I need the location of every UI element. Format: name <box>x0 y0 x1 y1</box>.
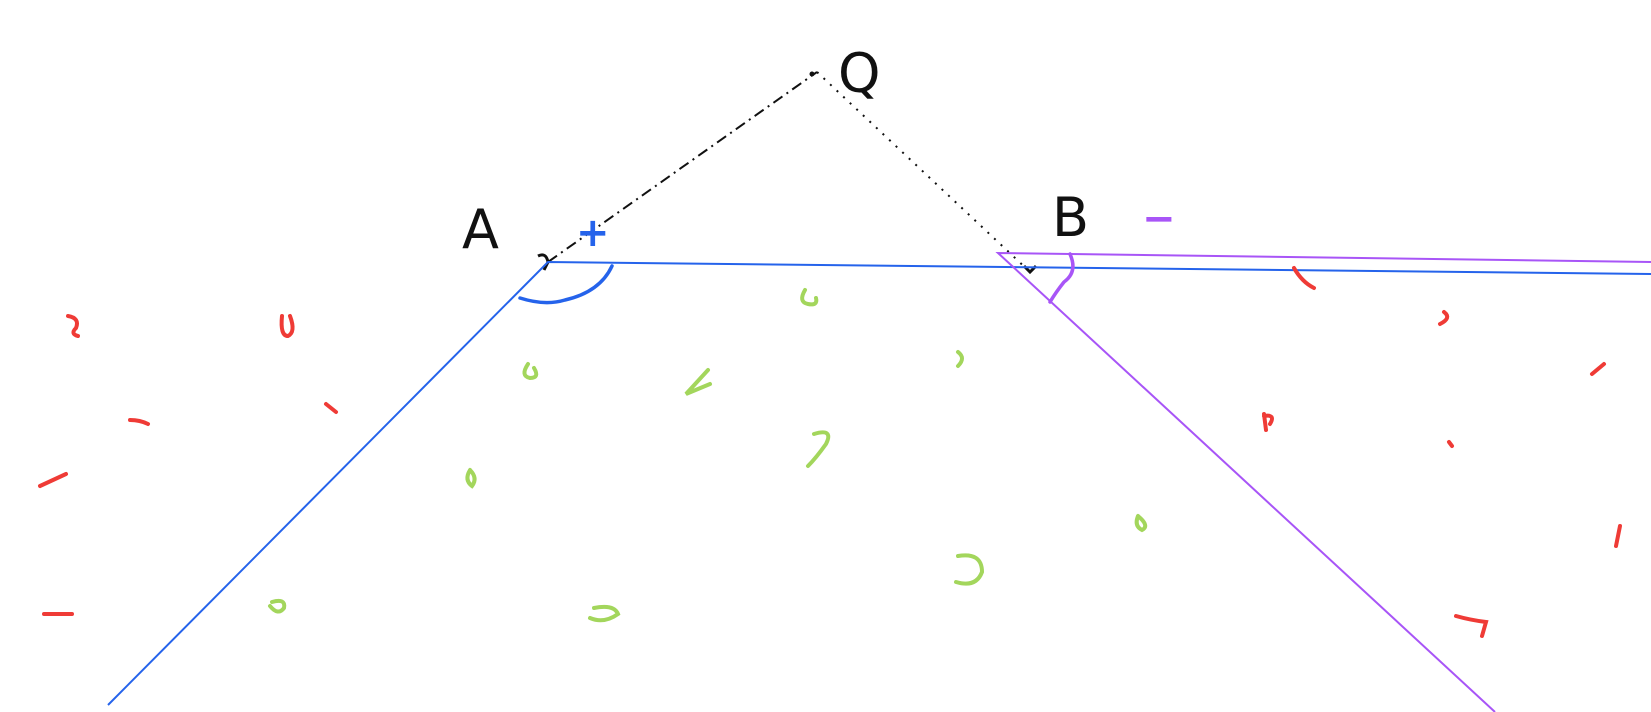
red-mark <box>1438 310 1450 326</box>
red-mark <box>1292 266 1316 290</box>
sign-marker-a: + <box>576 210 610 256</box>
point-label-q: Q <box>838 42 881 105</box>
green-mark <box>800 288 819 307</box>
red-mark <box>128 418 150 426</box>
green-mark <box>684 368 712 396</box>
red-mark <box>1447 440 1454 448</box>
green-mark <box>465 468 477 489</box>
green-mark <box>522 362 539 381</box>
green-marks <box>268 288 1148 623</box>
boundary-line-a <box>107 260 1651 706</box>
red-mark <box>1590 362 1606 376</box>
red-marks <box>38 266 1622 638</box>
red-mark <box>38 472 68 488</box>
angle-arc-a <box>518 264 614 305</box>
green-mark <box>1134 514 1148 533</box>
point-label-a: A <box>462 198 499 261</box>
dashed-path-q-to-b <box>816 71 1031 273</box>
point-q-dot <box>809 71 815 77</box>
point-label-b: B <box>1052 186 1089 249</box>
red-mark <box>324 402 338 414</box>
red-mark <box>1454 614 1489 638</box>
boundary-line-b <box>995 251 1651 712</box>
sign-marker-b: − <box>1142 196 1176 242</box>
red-mark <box>1262 412 1274 432</box>
green-mark <box>956 350 964 368</box>
angle-arc-b <box>1048 252 1075 304</box>
green-mark <box>268 598 287 614</box>
red-mark <box>279 314 295 339</box>
green-mark <box>588 604 621 623</box>
green-mark <box>954 553 985 586</box>
red-mark <box>1614 524 1622 548</box>
red-mark <box>66 314 80 338</box>
dashed-path-a-to-q <box>547 71 818 263</box>
green-mark <box>806 430 831 468</box>
